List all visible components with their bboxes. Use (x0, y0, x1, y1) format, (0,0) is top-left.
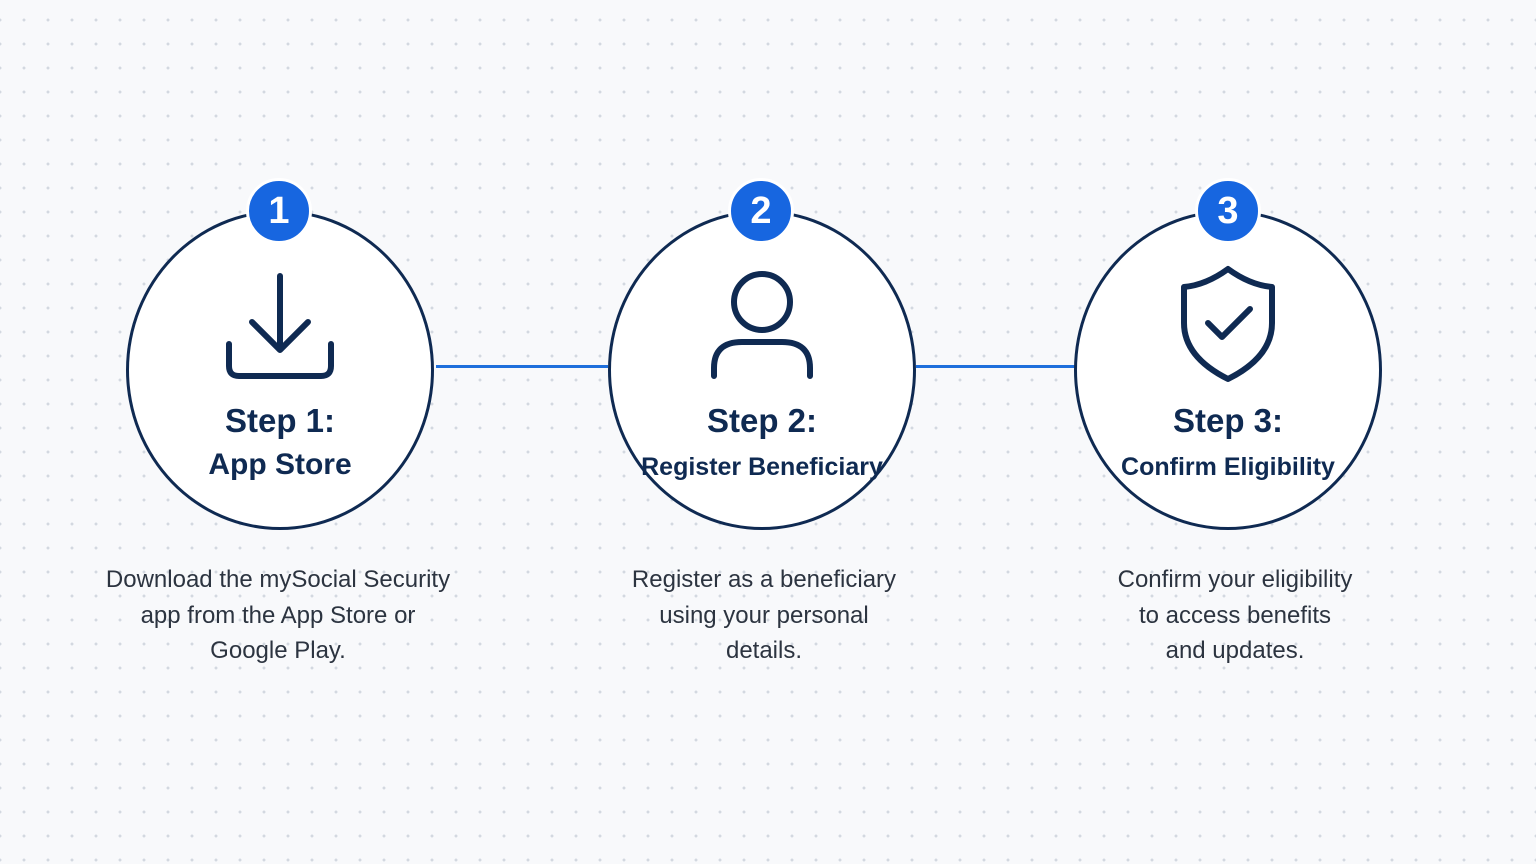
step-3-title: Step 3: (1172, 402, 1284, 439)
step-1-description: Download the mySocial Security app from … (78, 562, 478, 669)
step-2-title: Step 2: (706, 402, 818, 439)
step-1-circle: Step 1: App Store (126, 210, 434, 530)
step-3-circle: Step 3: Confirm Eligibility (1074, 210, 1382, 530)
step-2-description-line: Register as a beneficiary (631, 566, 897, 593)
step-2-subtitle: Register Beneficiary (641, 453, 883, 481)
step-1-subtitle: App Store (208, 448, 352, 481)
step-1-description-line: Google Play. (210, 637, 346, 664)
step-3-description-line: to access benefits (1138, 601, 1332, 629)
download-icon (224, 268, 336, 380)
step-1-description-line: Download the mySocial Security (105, 566, 451, 593)
step-2-description-line: details. (725, 637, 803, 664)
step-2-description-line: using your personal (659, 601, 869, 629)
step-3-subtitle: Confirm Eligibility (1121, 453, 1335, 481)
step-2-number-badge: 2 (728, 178, 794, 244)
connector-line-2-3 (916, 365, 1076, 368)
step-3-number-badge: 3 (1195, 178, 1261, 244)
step-1-description-line: app from the App Store or (140, 601, 416, 629)
user-icon (708, 268, 816, 380)
step-3-description: Confirm your eligibility to access benef… (1035, 562, 1435, 669)
step-1-title: Step 1: (224, 402, 336, 439)
step-2-description: Register as a beneficiary using your per… (564, 562, 964, 669)
step-3-description-line: Confirm your eligibility (1117, 566, 1353, 593)
connector-line-1-2 (436, 365, 608, 368)
shield-check-icon (1176, 263, 1280, 385)
step-2-circle: Step 2: Register Beneficiary (608, 210, 916, 530)
step-3-description-line: and updates. (1165, 637, 1305, 664)
step-1-number-badge: 1 (246, 178, 312, 244)
